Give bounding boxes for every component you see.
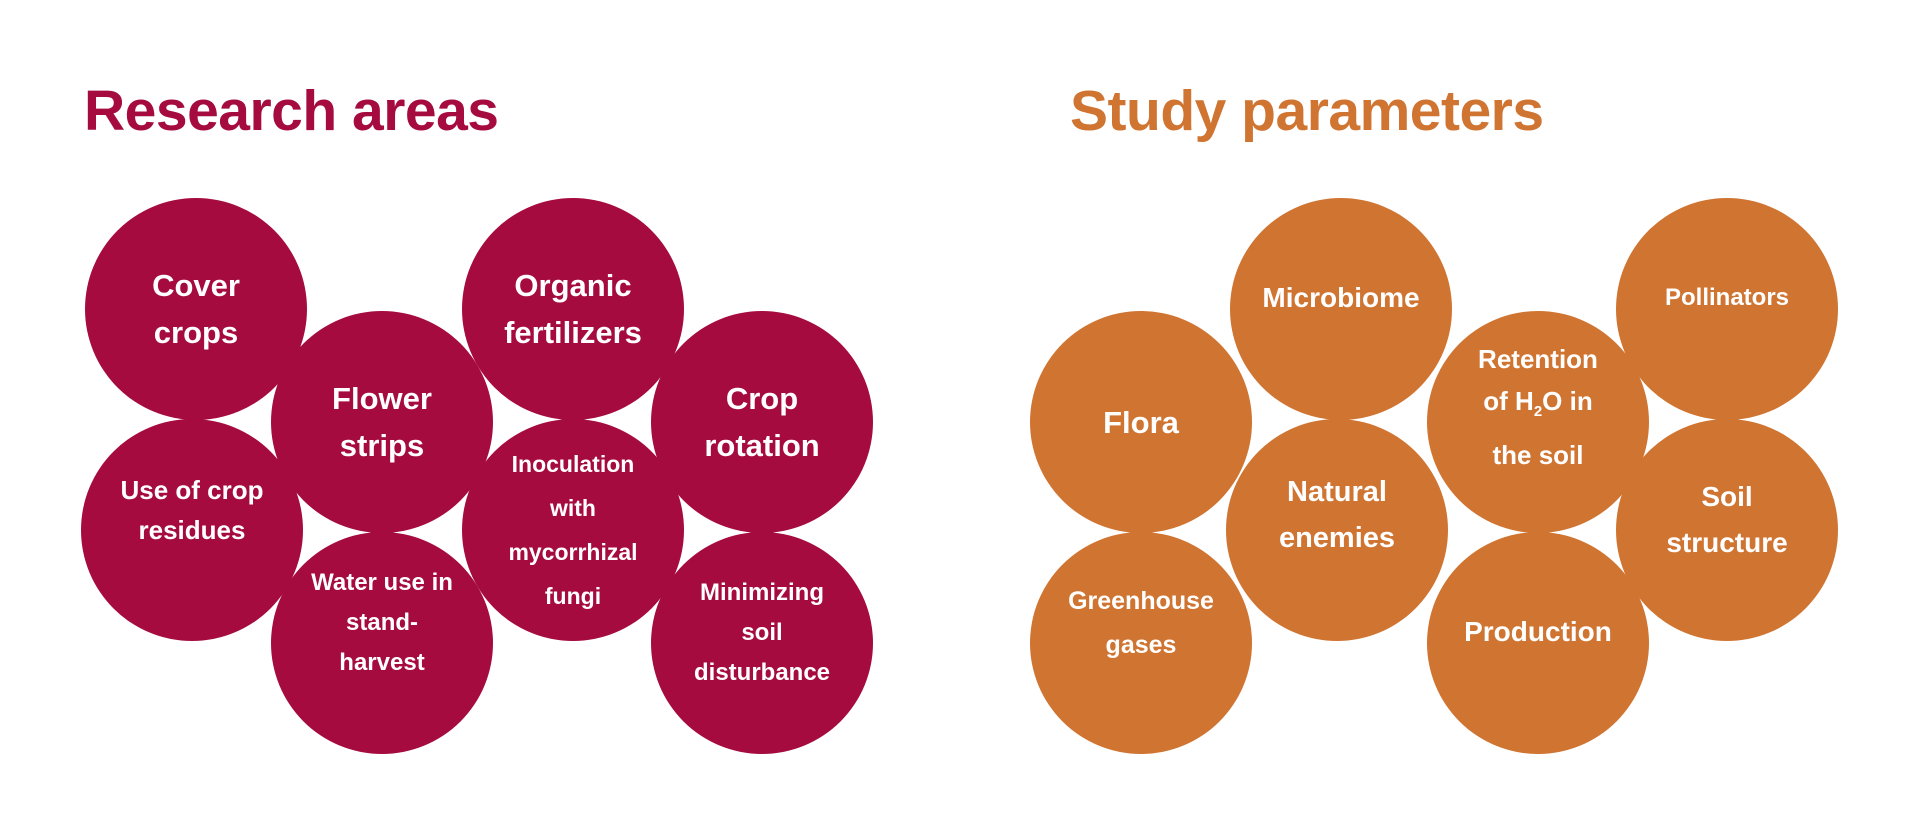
circle-organic-fertilizers: Organic fertilizers bbox=[462, 198, 684, 420]
circle-label: Microbiome bbox=[1262, 282, 1420, 313]
circle-natural-enemies: Natural enemies bbox=[1226, 419, 1448, 641]
circle-flower-strips: Flower strips bbox=[271, 311, 493, 533]
circle-production: Production bbox=[1427, 532, 1649, 754]
circle-label: Crop rotation bbox=[704, 381, 820, 463]
circle-flora: Flora bbox=[1030, 311, 1252, 533]
circle-microbiome: Microbiome bbox=[1230, 198, 1452, 420]
circle-label: Soil structure bbox=[1666, 481, 1788, 558]
study-parameters-title: Study parameters bbox=[1070, 79, 1544, 143]
circle-cover-crops: Cover crops bbox=[85, 198, 307, 420]
circle-label: Flora bbox=[1103, 404, 1179, 440]
circle-label: Greenhouse gases bbox=[1068, 587, 1214, 659]
circle-label: Use of crop residues bbox=[120, 475, 264, 545]
circle-use-of-crop-residues: Use of crop residues bbox=[81, 419, 303, 641]
circle-label: Water use in stand- harvest bbox=[311, 569, 453, 676]
circle-inoculation-mycorrhizal-fungi: Inoculation with mycorrhizal fungi bbox=[462, 419, 684, 641]
circle-retention-h2o-soil: Retention of H2O in the soil bbox=[1427, 311, 1649, 533]
circle-pollinators: Pollinators bbox=[1616, 198, 1838, 420]
circle-label: Retention of H2O in the soil bbox=[1478, 338, 1598, 475]
circle-label: Production bbox=[1464, 616, 1612, 647]
circle-soil-structure: Soil structure bbox=[1616, 419, 1838, 641]
circle-label-pre: Retention of H bbox=[1478, 344, 1598, 417]
circle-label: Flower strips bbox=[332, 381, 432, 463]
circle-label: Cover crops bbox=[152, 268, 240, 350]
circle-greenhouse-gases: Greenhouse gases bbox=[1030, 532, 1252, 754]
research-areas-title: Research areas bbox=[84, 79, 499, 143]
circle-label: Organic fertilizers bbox=[504, 268, 642, 350]
circle-label: Minimizing soil disturbance bbox=[693, 579, 831, 686]
circle-label: Inoculation with mycorrhizal fungi bbox=[508, 451, 638, 609]
circle-label: Pollinators bbox=[1664, 284, 1790, 311]
subscript-2: 2 bbox=[1533, 403, 1543, 421]
circle-label-post: O in the soil bbox=[1492, 386, 1593, 470]
circle-crop-rotation: Crop rotation bbox=[651, 311, 873, 533]
circle-minimizing-soil-disturbance: Minimizing soil disturbance bbox=[651, 532, 873, 754]
circle-label: Natural enemies bbox=[1278, 476, 1396, 554]
circle-water-use-stand-harvest: Water use in stand- harvest bbox=[271, 532, 493, 754]
